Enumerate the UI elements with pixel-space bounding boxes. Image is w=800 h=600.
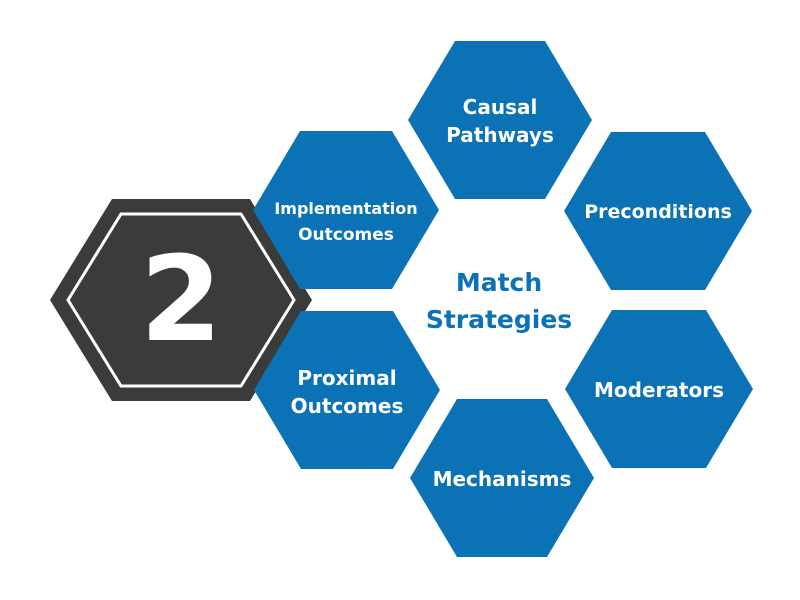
hexagon-preconditions: Preconditions	[564, 132, 752, 290]
hexagon-label-line1: Moderators	[594, 378, 724, 402]
step-badge-inner-border	[66, 212, 296, 388]
hexagon-implementation-outcomes: Implementation Outcomes	[253, 131, 439, 289]
hexagon-label-line1: Mechanisms	[433, 467, 572, 491]
step-badge-outer-hexagon	[50, 199, 312, 401]
hexagon-label-line1: Implementation	[274, 199, 417, 218]
hexagon-proximal-outcomes: Proximal Outcomes	[254, 311, 440, 469]
hexagon-shape	[410, 399, 594, 557]
hexagon-label-line1: Causal	[463, 95, 538, 119]
step-badge: 2	[50, 199, 312, 401]
hexagon-causal-pathways: Causal Pathways	[408, 41, 592, 199]
hexagon-shape	[565, 310, 753, 468]
hexagon-label-line2: Pathways	[446, 123, 554, 147]
center-label-line2: Strategies	[426, 305, 572, 334]
hexagon-label-line1: Proximal	[297, 366, 396, 390]
hexagon-mechanisms: Mechanisms	[410, 399, 594, 557]
step-number: 2	[140, 230, 222, 368]
hexagon-label-line2: Outcomes	[291, 394, 404, 418]
hexagon-moderators: Moderators	[565, 310, 753, 468]
hexagon-shape	[254, 311, 440, 469]
hexagon-shape	[564, 132, 752, 290]
hexagon-label-line2: Outcomes	[298, 225, 394, 245]
center-label-line1: Match	[456, 268, 542, 297]
hexagon-label-line1: Preconditions	[584, 201, 732, 223]
hexagon-shape	[408, 41, 592, 199]
hexagon-shape	[253, 131, 439, 289]
center-label: Match Strategies	[426, 268, 572, 334]
